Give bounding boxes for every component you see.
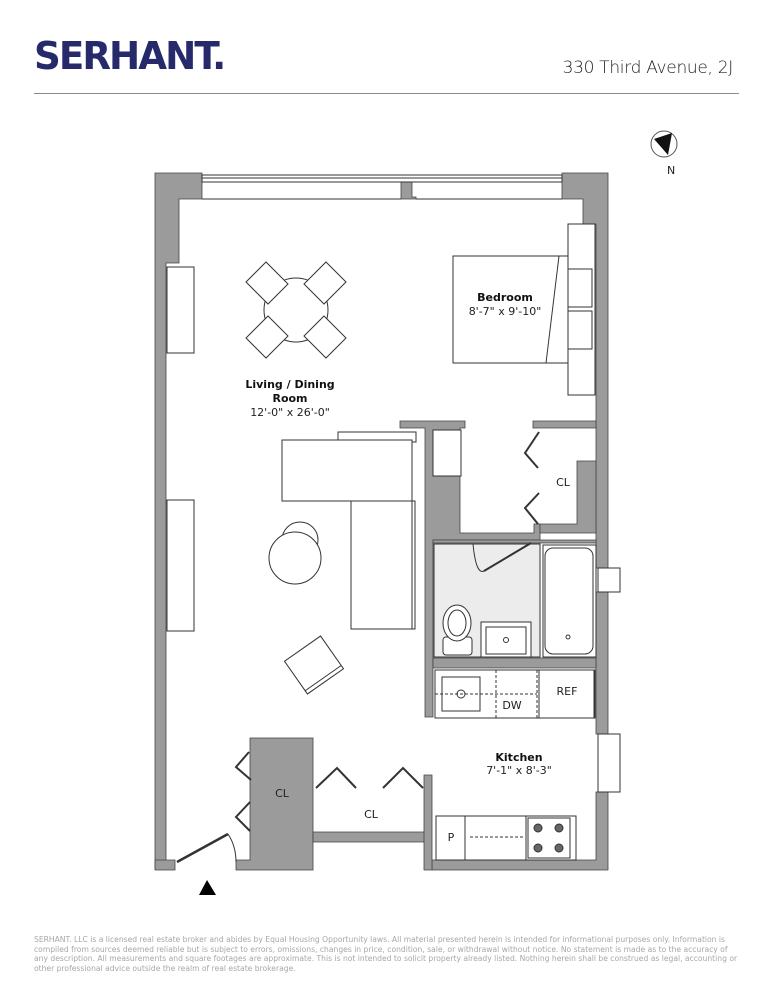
- tub-drain-icon: [565, 634, 571, 640]
- interior-walls: [399, 420, 597, 718]
- wardrobe: [567, 223, 596, 396]
- hall-closet-door-right: [382, 766, 424, 789]
- dishwasher-label: DW: [502, 699, 521, 712]
- closet-bedroom-label: CL: [556, 476, 571, 489]
- kitchen-dimensions: 7'-1" x 8'-3": [486, 764, 552, 777]
- entry-door: [176, 832, 229, 864]
- bedroom-dimensions: 8'-7" x 9'-10": [469, 305, 542, 318]
- header-divider: [34, 93, 739, 94]
- closet-door-upper: [523, 431, 540, 469]
- radiator-lower: [166, 499, 195, 632]
- refrigerator-label: REF: [557, 685, 578, 698]
- bathroom-door: [483, 542, 532, 572]
- toilet-icon: [442, 604, 473, 656]
- closet-door-lower: [523, 492, 540, 525]
- closet-entry-label: CL: [275, 787, 290, 800]
- pantry-label: P: [448, 831, 455, 844]
- window-top: [201, 174, 563, 200]
- listing-address: 330 Third Avenue, 2J: [562, 58, 734, 78]
- kitchen-label: Kitchen: [495, 751, 542, 764]
- coffee-table-icon: [268, 531, 322, 585]
- closet-hall-label: CL: [364, 808, 379, 821]
- radiator-upper: [166, 266, 195, 354]
- entry-closet-door-lower: [234, 801, 251, 832]
- living-room-label-2: Room: [272, 392, 307, 405]
- kitchen-counter-top: [434, 669, 596, 719]
- refrigerator: [538, 669, 595, 719]
- hall-closet-door-left: [315, 766, 357, 789]
- dining-table-icon: [245, 261, 347, 359]
- nightstand-upper: [567, 268, 593, 308]
- legal-disclaimer: SERHANT. LLC is a licensed real estate b…: [34, 935, 738, 973]
- bathtub: [544, 547, 594, 655]
- brand-logo: SERHANT.: [34, 34, 226, 78]
- exterior-walls: [154, 172, 609, 871]
- sofa-icon: [281, 431, 417, 630]
- window-bath: [597, 567, 621, 593]
- stove-icon: [527, 817, 571, 859]
- bathroom-door-swing: [472, 543, 485, 572]
- bedroom-label: Bedroom: [477, 291, 533, 304]
- entry-closet-door-upper: [234, 751, 252, 781]
- compass-north-label: N: [667, 164, 675, 177]
- window-kitchen: [597, 733, 621, 793]
- bed-blanket-line: [545, 255, 560, 364]
- entry-door-swing: [227, 833, 237, 863]
- north-compass-icon: [650, 130, 678, 158]
- bathroom-sink-icon: [480, 621, 532, 658]
- entrance-arrow-icon: [199, 880, 216, 895]
- closet-shelf: [432, 429, 462, 477]
- nightstand-lower: [567, 310, 593, 350]
- armchair-icon: [283, 635, 345, 695]
- living-room-dimensions: 12'-0" x 26'-0": [250, 406, 330, 419]
- living-room-label-1: Living / Dining: [245, 378, 334, 391]
